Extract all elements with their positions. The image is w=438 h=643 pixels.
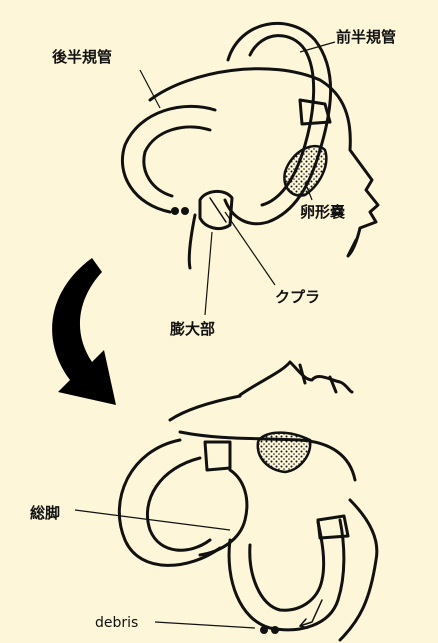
debris-particle xyxy=(260,626,268,634)
debris-particle xyxy=(271,626,279,634)
posterior-canal xyxy=(120,104,217,214)
posterior-canal-bottom xyxy=(117,438,222,567)
leader-common-crus xyxy=(74,509,231,531)
anterior-canal xyxy=(223,21,333,226)
label-common-crus: 総脚 xyxy=(30,504,60,522)
otoconia-dot xyxy=(181,207,189,215)
label-posterior-canal: 後半規管 xyxy=(51,48,112,66)
upright-head-figure xyxy=(120,21,380,316)
leader-anterior xyxy=(299,41,336,53)
utricle-macula-bottom xyxy=(256,431,312,474)
common-crus xyxy=(198,468,249,557)
canal-lower-loop xyxy=(227,518,346,632)
lying-head-figure xyxy=(74,360,379,642)
head-profile-bottom xyxy=(238,360,354,397)
leader-posterior xyxy=(139,69,161,109)
label-ampulla: 膨大部 xyxy=(170,320,215,338)
head-back-line xyxy=(187,213,197,270)
leader-ampulla xyxy=(204,231,213,316)
otoconia-dot xyxy=(171,207,179,215)
label-anterior-canal: 前半規管 xyxy=(336,28,396,46)
label-utricle: 卵形嚢 xyxy=(300,203,345,221)
leader-debris xyxy=(154,621,256,629)
ampulla xyxy=(198,190,234,230)
label-cupula: クプラ xyxy=(275,288,320,306)
cupula xyxy=(209,197,227,223)
head-profile xyxy=(148,67,380,258)
utricle-macula xyxy=(283,144,328,197)
ampulla-bottom xyxy=(203,440,232,472)
leader-utricle xyxy=(304,181,313,201)
curved-arrow-icon xyxy=(52,258,116,405)
leader-cupula xyxy=(224,211,276,286)
flow-arrow-icon xyxy=(299,599,323,627)
label-debris: debris xyxy=(95,615,138,631)
